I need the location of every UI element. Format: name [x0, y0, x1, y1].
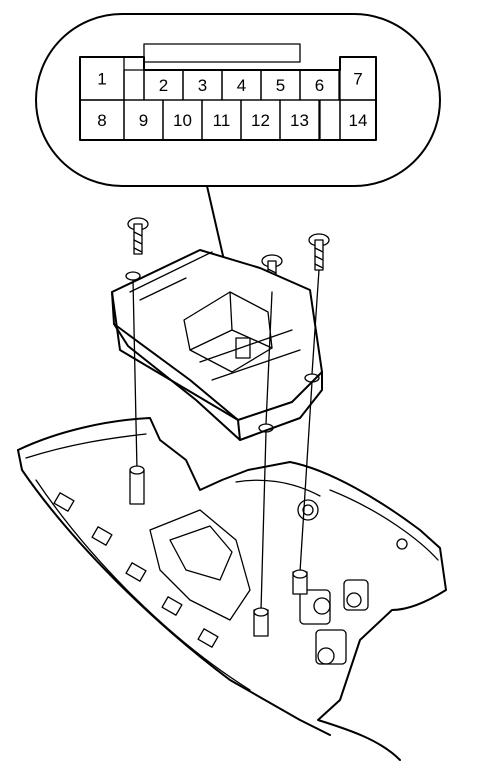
pin-label-11: 11 — [213, 111, 231, 130]
pin-label-10: 10 — [173, 111, 192, 130]
pin-cell-13 — [279, 99, 320, 141]
pin-label-8: 8 — [97, 111, 106, 130]
connector-lock-tab — [143, 43, 301, 63]
pin-label-13: 13 — [290, 111, 309, 130]
pin-label-3: 3 — [198, 76, 207, 95]
door-armrest-panel — [17, 417, 447, 761]
pin-label-12: 12 — [251, 111, 270, 130]
pin-label-4: 4 — [237, 76, 246, 95]
power-window-switch-unit — [111, 249, 323, 441]
pin-label-6: 6 — [315, 76, 324, 95]
empty-cavity-1 — [319, 99, 341, 141]
empty-cavity-0 — [123, 69, 145, 101]
pin-label-2: 2 — [159, 76, 168, 95]
pin-label-5: 5 — [276, 76, 285, 95]
callout-frame — [35, 13, 441, 187]
mounting-boss-left — [129, 465, 145, 505]
alignment-lines — [132, 269, 320, 611]
mounting-boss-center — [253, 607, 269, 637]
panel-switch-buttons — [299, 579, 369, 665]
pin-label-7: 7 — [353, 70, 362, 89]
mounting-screw-right — [308, 233, 330, 271]
pin-label-14: 14 — [349, 111, 368, 130]
pin-label-9: 9 — [139, 111, 148, 130]
mounting-boss-right — [292, 569, 308, 595]
pin-label-1: 1 — [97, 70, 106, 89]
mounting-screw-left — [127, 217, 149, 255]
